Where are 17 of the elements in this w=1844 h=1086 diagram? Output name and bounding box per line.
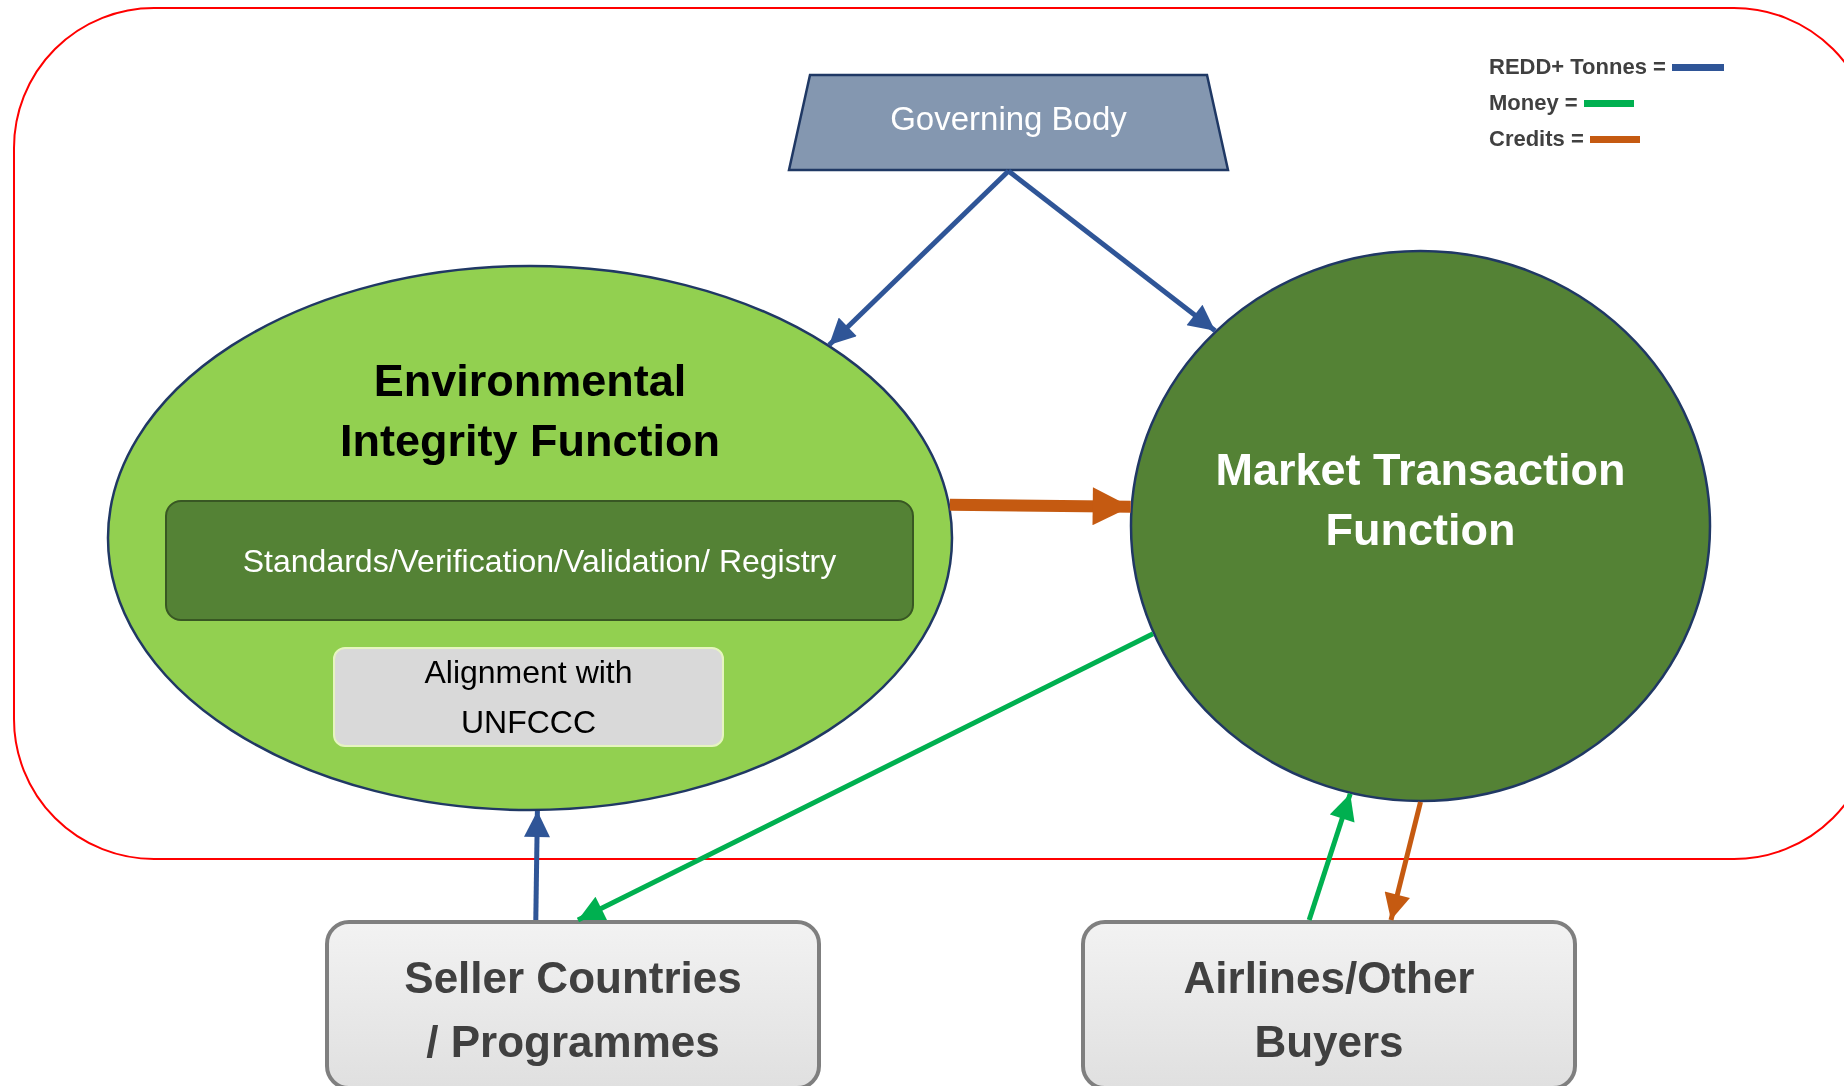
party-box: Seller Countries / Programmes — [325, 920, 821, 1086]
legend-label: REDD+ Tonnes = — [1489, 54, 1666, 80]
node-title: Market Transaction Function — [1214, 443, 1627, 557]
node-title: Environmental Integrity Function — [339, 354, 721, 468]
arrow — [1306, 793, 1355, 921]
text-box: Alignment with UNFCCC — [333, 647, 724, 747]
legend-label: Money = — [1489, 90, 1578, 116]
arrow — [524, 810, 550, 921]
legend-label: Credits = — [1489, 126, 1584, 152]
text-box: Standards/Verification/Validation/ Registry — [165, 500, 914, 621]
arrow — [827, 169, 1011, 347]
arrow — [949, 487, 1131, 526]
node-label: Governing Body — [890, 100, 1127, 138]
arrow — [1384, 801, 1423, 921]
arrow — [576, 631, 1155, 923]
party-box: Airlines/Other Buyers — [1081, 920, 1577, 1086]
arrow — [1006, 169, 1217, 333]
